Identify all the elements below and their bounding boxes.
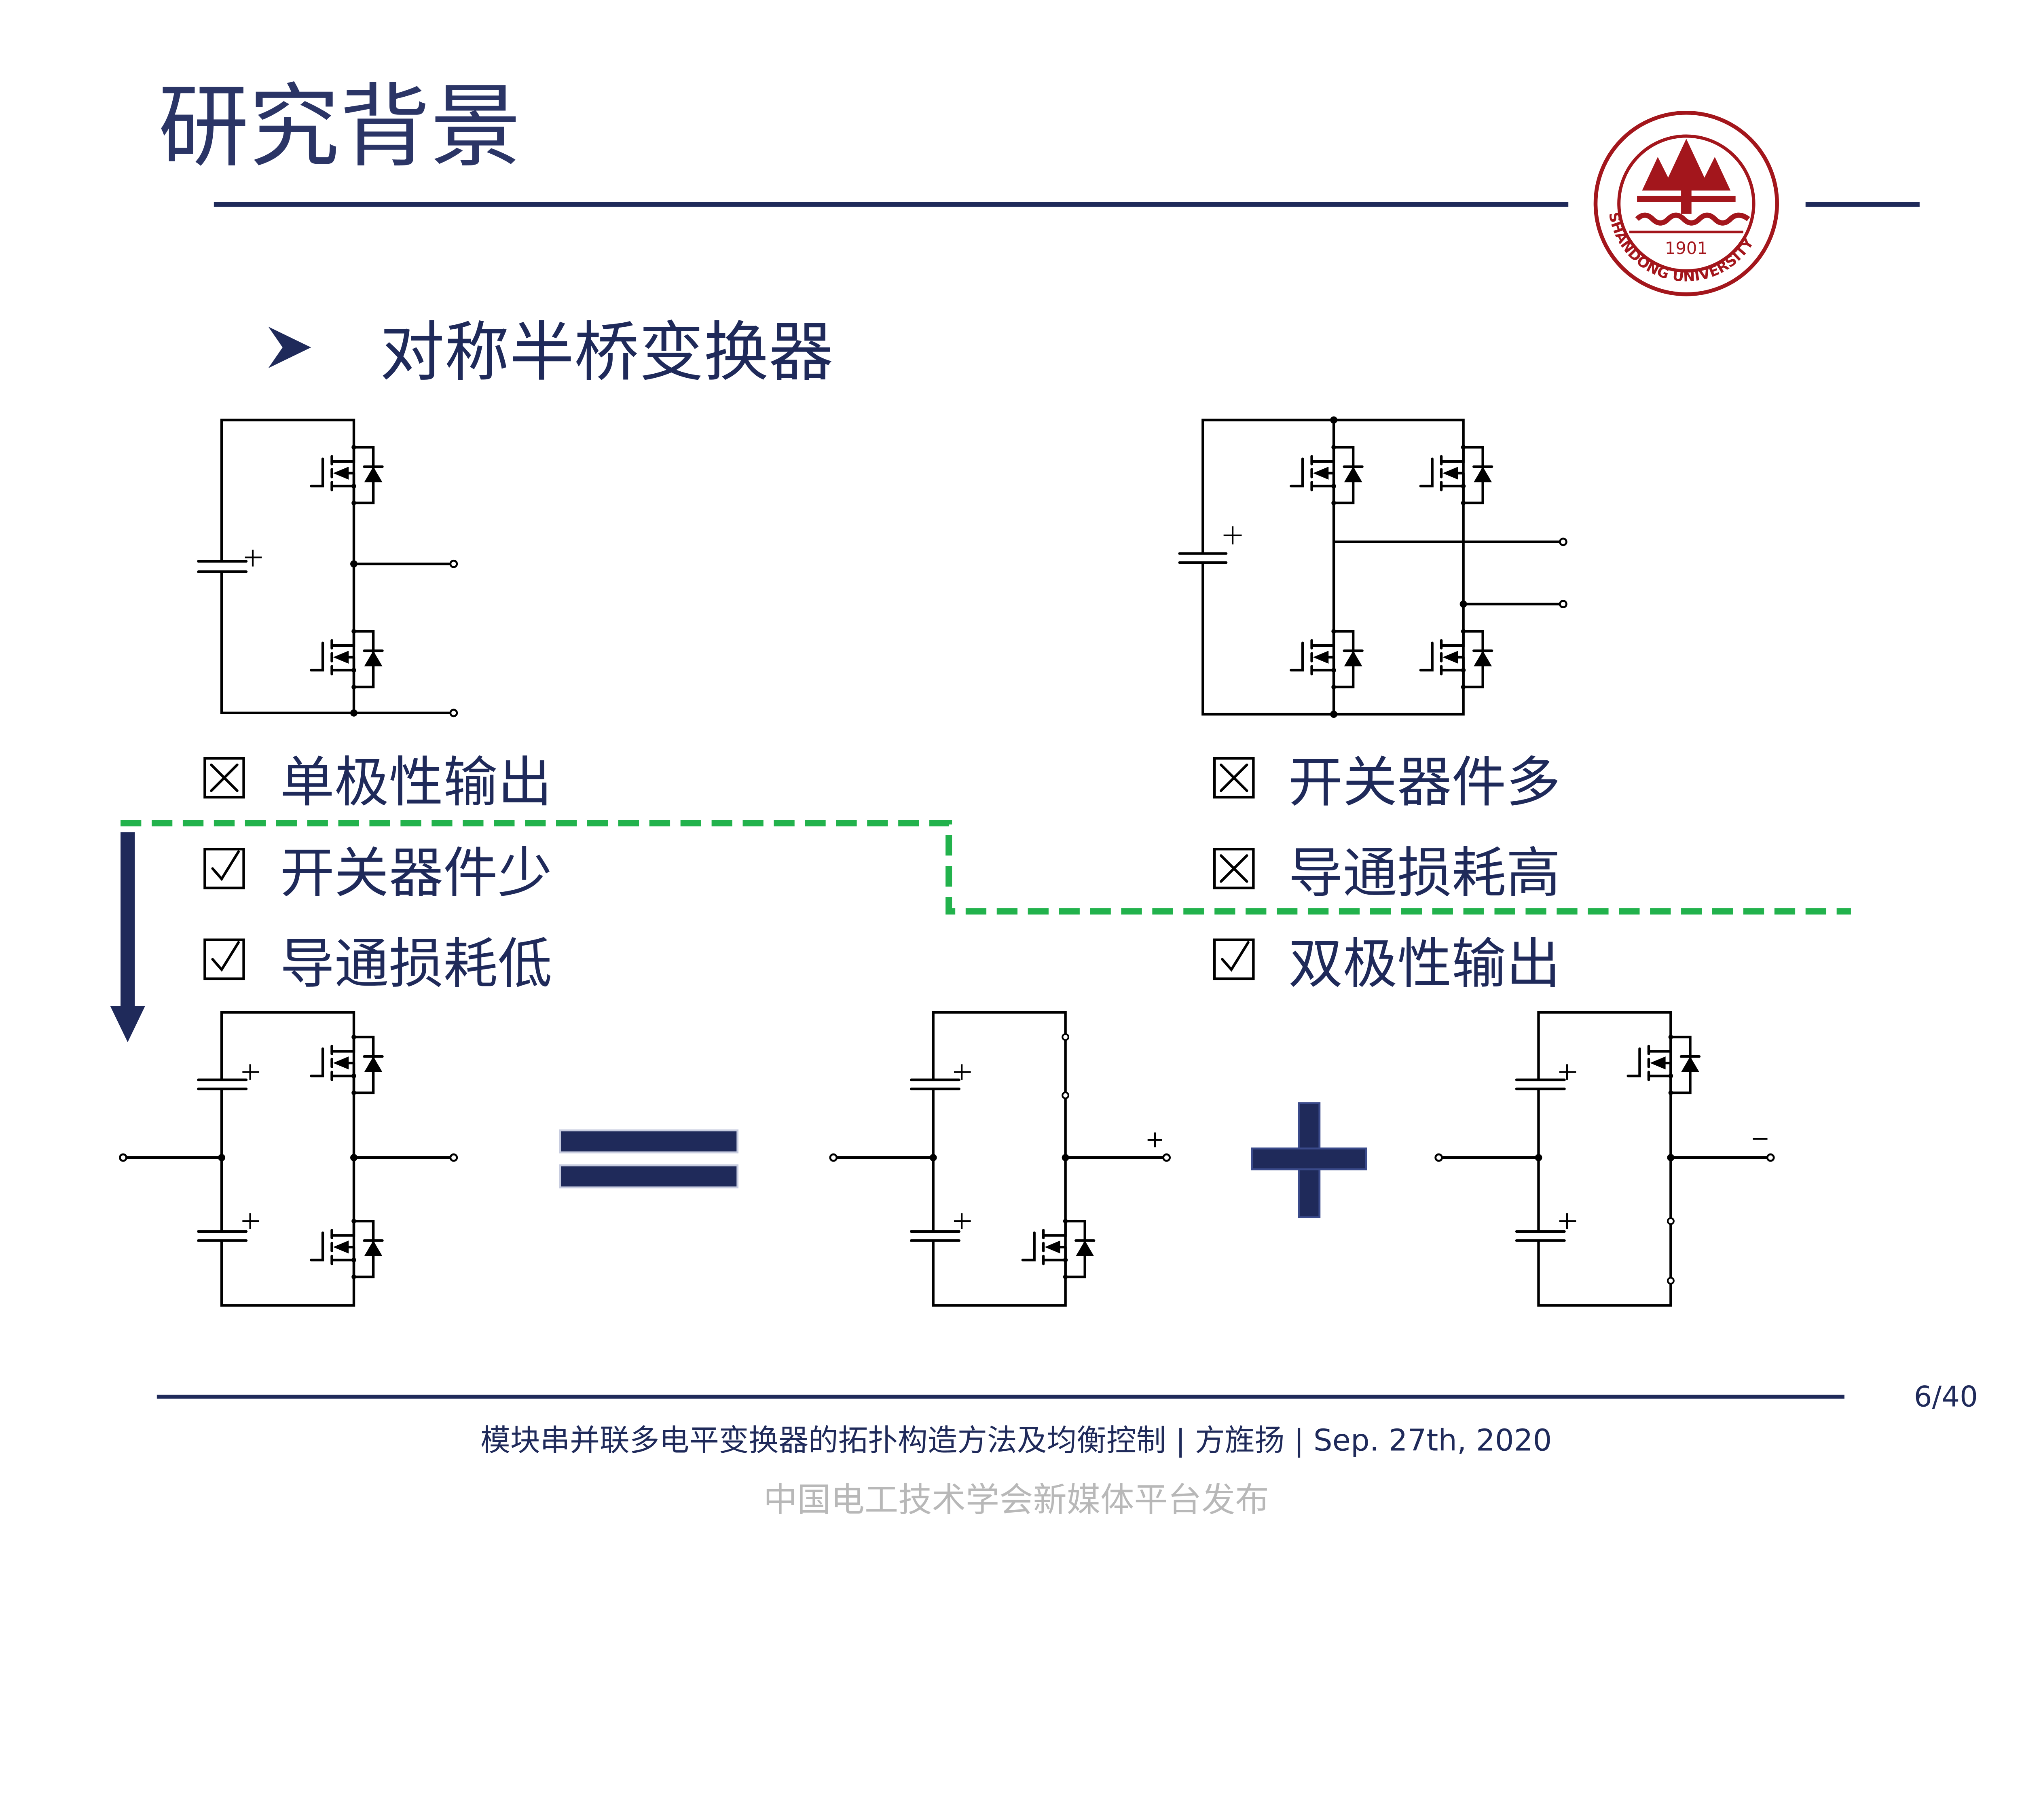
list-item: 开关器件少 [280,841,552,905]
list-item: 双极性输出 [1288,932,1561,995]
negative-terminal-label: − [1750,1124,1770,1151]
left-checklist: 单极性输出 开关器件少 导通损耗低 [203,751,552,995]
arrow-bullet-icon [268,326,311,368]
list-item: 导通损耗高 [1288,841,1561,905]
slide: 研究背景 1901 SHANDONG UNIVERSITY 对称半桥变换器 [110,74,1978,1517]
dashed-divider [121,820,1851,915]
mosfet-icon [311,629,382,689]
list-item: 导通损耗低 [280,932,552,995]
symmetric-half-bridge-circuit [119,1011,458,1307]
list-item: 开关器件多 [1288,751,1561,814]
header-divider-right [1805,202,1920,207]
header-divider [214,202,1569,207]
checkbox-checked-icon [1213,938,1255,980]
svg-text:1901: 1901 [1665,238,1708,258]
list-item: 单极性输出 [280,751,552,814]
mosfet-icon [1421,445,1492,505]
positive-half-circuit: + [829,1011,1171,1307]
section-heading: 对称半桥变换器 [380,314,833,390]
footer-divider [157,1395,1844,1399]
mosfet-icon [311,1219,382,1279]
mosfet-icon [1291,445,1362,505]
watermark: 中国电工技术学会新媒体平台发布 [764,1480,1269,1517]
mosfet-icon [1023,1219,1094,1279]
negative-half-circuit: − [1434,1011,1775,1307]
footer-caption: 模块串并联多电平变换器的拓扑构造方法及均衡控制 | 方旌扬 | Sep. 27t… [480,1424,1552,1458]
arrow-down-icon [110,832,145,1042]
right-checklist: 开关器件多 导通损耗高 双极性输出 [1213,751,1561,995]
mosfet-icon [311,1035,382,1095]
equals-icon [559,1129,739,1189]
checkbox-checked-icon [203,938,245,980]
half-bridge-circuit [197,419,458,717]
plus-icon [1251,1102,1367,1219]
page-title: 研究背景 [158,74,521,180]
mosfet-icon [1291,629,1362,689]
mosfet-icon [1628,1035,1699,1095]
checkbox-crossed-icon [1213,848,1255,889]
mosfet-icon [1421,629,1492,689]
mosfet-icon [311,445,382,505]
checkbox-crossed-icon [1213,757,1255,799]
checkbox-crossed-icon [203,757,245,799]
full-bridge-circuit [1178,416,1567,718]
university-logo: 1901 SHANDONG UNIVERSITY [1593,111,1779,296]
checkbox-checked-icon [203,848,245,889]
positive-terminal-label: + [1145,1126,1165,1153]
page-number: 6/40 [1914,1380,1978,1414]
